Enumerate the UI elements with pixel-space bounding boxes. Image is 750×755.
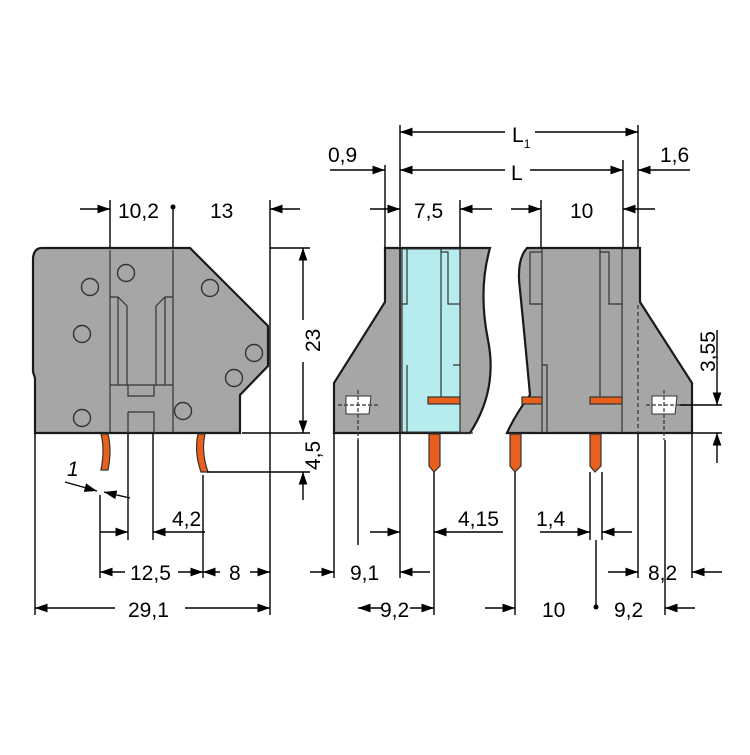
front-view: L1 L 0,9 1,6 7,5 10 3,55 4,15 1,4 9,1 8,… <box>310 124 722 622</box>
dim-12-5: 12,5 <box>130 562 171 585</box>
dim-1-6: 1,6 <box>660 144 689 167</box>
dim-4-15: 4,15 <box>458 508 499 531</box>
dim-8-2: 8,2 <box>648 562 677 585</box>
mounting-holes <box>72 263 264 428</box>
dim-9-2-right: 9,2 <box>614 599 643 622</box>
dim-1: 1 <box>67 458 79 481</box>
dim-8: 8 <box>229 562 241 585</box>
dim-9-2-left: 9,2 <box>380 599 409 622</box>
dim-L: L <box>511 162 523 185</box>
solder-pin-right <box>195 433 209 473</box>
dim-10-bottom: 10 <box>542 599 565 622</box>
clamp-bar-3 <box>589 396 623 405</box>
side-housing <box>31 246 270 435</box>
dim-3-55: 3,55 <box>697 331 720 372</box>
clamp-bar-1 <box>427 396 461 405</box>
dim-7-5: 7,5 <box>414 200 443 223</box>
solder-pin-left <box>100 433 111 471</box>
dim-10-2: 10,2 <box>118 200 159 223</box>
dim-1-4: 1,4 <box>536 508 566 531</box>
dim-4-5: 4,5 <box>302 441 325 470</box>
dim-L1: L1 <box>512 124 531 151</box>
dim-4-2: 4,2 <box>172 508 201 531</box>
snap-in-markers <box>338 390 685 440</box>
side-view: 10,2 13 23 4,5 1 4,2 12,5 8 29,1 <box>31 200 325 622</box>
dim-10-top: 10 <box>570 200 593 223</box>
dim-13: 13 <box>210 200 233 223</box>
dim-29-1: 29,1 <box>128 599 169 622</box>
clamp-bar-2 <box>521 396 543 405</box>
solder-pins <box>428 433 602 473</box>
dim-23: 23 <box>302 329 325 352</box>
dim-9-1: 9,1 <box>350 562 379 585</box>
dim-0-9: 0,9 <box>328 144 357 167</box>
